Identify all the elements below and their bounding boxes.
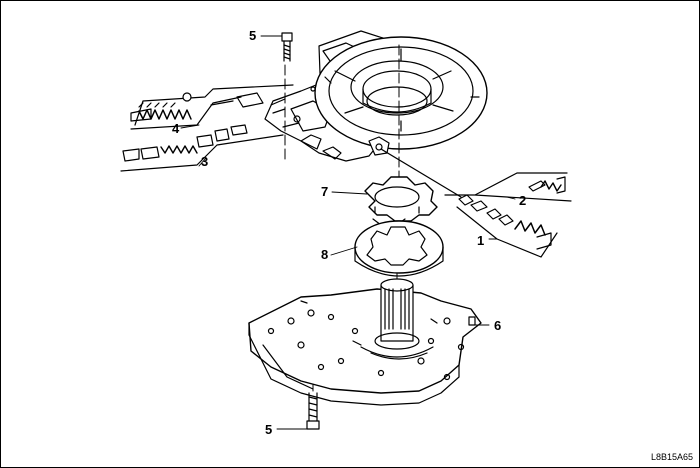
callout-5-top: 5 <box>249 28 257 43</box>
callout-8: 8 <box>321 247 329 262</box>
driven-gear <box>354 220 444 277</box>
figure-code: L8B15A65 <box>650 452 693 462</box>
drive-gear <box>364 176 438 226</box>
pump-body-housing <box>264 30 488 162</box>
callout-6: 6 <box>494 318 502 333</box>
valve-assembly-1 <box>380 148 558 258</box>
valve-assembly-3 <box>120 124 284 172</box>
callout-4: 4 <box>172 121 180 136</box>
bolt-bottom <box>306 392 320 430</box>
valve-assembly-4 <box>130 84 294 130</box>
callout-3: 3 <box>201 154 209 169</box>
callout-7: 7 <box>321 184 329 199</box>
callout-2: 2 <box>519 193 527 208</box>
stator-plate <box>248 278 482 406</box>
bolt-top <box>281 32 293 62</box>
callout-leaders <box>180 35 516 430</box>
callout-5-bottom: 5 <box>265 422 273 437</box>
callout-1: 1 <box>477 233 485 248</box>
valve-assembly-2 <box>444 172 572 202</box>
